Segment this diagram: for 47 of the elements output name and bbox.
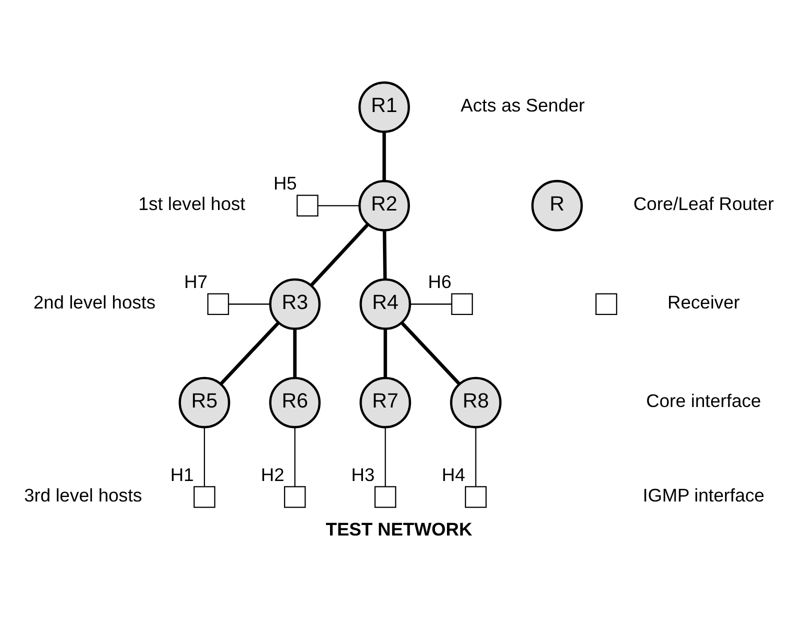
node-circle: R6 xyxy=(269,376,321,428)
connector xyxy=(410,304,452,305)
connector xyxy=(382,230,387,280)
legend-label: Receiver xyxy=(668,291,740,312)
connector xyxy=(318,205,360,206)
connector xyxy=(293,329,297,378)
node-circle: R8 xyxy=(450,376,502,428)
legend-label: Core interface xyxy=(646,390,762,411)
node-circle: R3 xyxy=(269,278,321,330)
node-box xyxy=(194,486,216,508)
caption: TEST NETWORK xyxy=(326,518,472,540)
node-label: H1 xyxy=(170,464,194,485)
node-circle: R xyxy=(531,180,583,232)
node-label: H5 xyxy=(273,172,297,194)
node-label: H6 xyxy=(428,270,452,292)
connector xyxy=(204,427,205,486)
connector xyxy=(310,223,370,287)
connector xyxy=(400,322,461,386)
node-circle: R4 xyxy=(360,278,412,330)
connector xyxy=(384,329,388,378)
node-box xyxy=(464,486,487,508)
node-box xyxy=(374,486,396,508)
label: 3rd level hosts xyxy=(24,484,142,506)
connector xyxy=(228,304,270,305)
node-box xyxy=(284,486,306,508)
node-label: H2 xyxy=(260,464,284,485)
connector xyxy=(294,427,296,486)
node-circle: R1 xyxy=(358,81,410,133)
connector xyxy=(384,427,386,486)
node-box xyxy=(296,194,318,217)
connector xyxy=(220,322,280,386)
node-box xyxy=(451,293,473,315)
label: 2nd level hosts xyxy=(33,291,156,312)
legend-label: IGMP interface xyxy=(642,484,764,506)
node-circle: R7 xyxy=(360,376,412,428)
node-label: H3 xyxy=(351,464,375,485)
node-box xyxy=(595,293,618,315)
node-box xyxy=(207,293,230,315)
node-label: H7 xyxy=(184,270,208,292)
label: Acts as Sender xyxy=(460,94,585,116)
node-circle: R5 xyxy=(178,376,230,428)
connector xyxy=(382,132,386,181)
label: 1st level host xyxy=(138,193,246,214)
node-label: H4 xyxy=(442,464,466,485)
legend-label: Core/Leaf Router xyxy=(633,193,774,214)
connector xyxy=(475,427,476,486)
node-circle: R2 xyxy=(358,180,410,232)
